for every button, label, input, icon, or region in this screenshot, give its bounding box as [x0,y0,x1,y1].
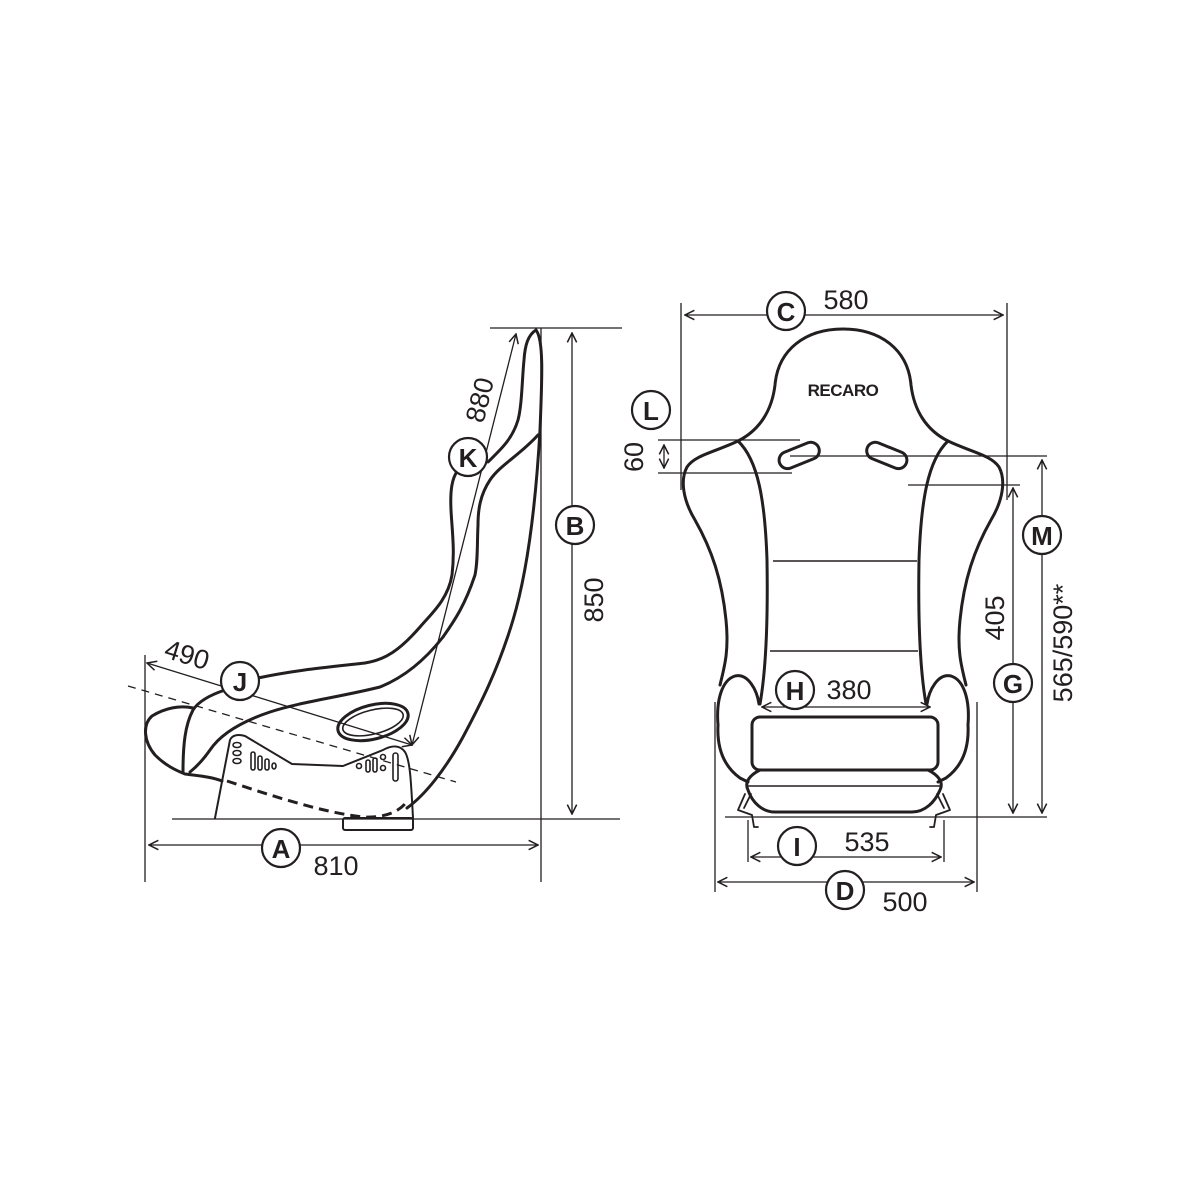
dimension-m: M 565/590** [1021,514,1078,702]
dimension-letter: K [459,443,478,473]
dimension-g: I 535 [776,825,890,867]
dimension-letter: G [1003,669,1023,699]
dimension-value: 850 [579,577,609,622]
dimension-value: 880 [460,375,500,426]
dimension-d: D 500 [824,869,928,917]
dimension-value: 405 [980,595,1010,640]
dimension-letter: H [786,676,805,706]
dimension-i: G 405 [980,595,1034,704]
front-view: RECARO C 580 L 60 G 4 [619,285,1078,917]
dimension-letter: A [272,834,291,864]
dimension-a: A 810 [260,827,359,881]
dimension-letter: B [566,511,585,541]
side-view: B 850 A 810 J 490 K 880 [127,327,622,882]
belt-slot-left [777,440,821,471]
dimension-h: H 380 [774,669,872,711]
side-mounting-bracket [214,734,414,831]
front-seat-outline: RECARO [681,327,1005,828]
dimension-value: 500 [882,887,927,917]
dimension-value: 535 [844,827,889,857]
dimension-letter: J [233,667,247,697]
dimension-value: 565/590** [1048,583,1078,702]
dimension-j: J 490 [161,634,261,702]
dimension-letter: M [1031,521,1053,551]
belt-slot-right [865,440,909,471]
recaro-logo: RECARO [808,381,879,400]
dimension-value: 380 [826,675,871,705]
seat-cushion [750,715,940,772]
dimension-l: L 60 [619,389,672,472]
dimension-b: B 850 [554,504,609,623]
dimension-value: 580 [823,285,868,315]
dimension-value: 810 [313,851,358,881]
dimension-letter: C [777,297,796,327]
dimension-c: C 580 [765,285,869,332]
dimension-letter: L [643,396,659,426]
dimension-letter: D [836,876,855,906]
dimension-value: 60 [619,442,649,472]
dimension-letter: I [793,832,800,862]
